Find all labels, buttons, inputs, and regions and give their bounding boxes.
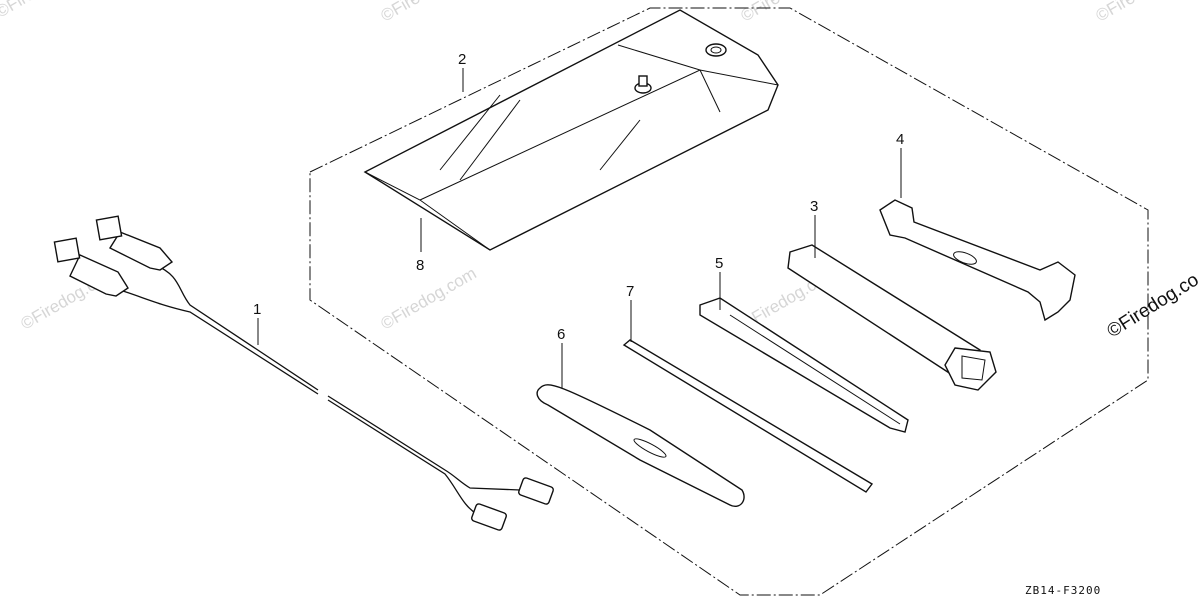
callout-8: 8: [416, 257, 424, 274]
callout-1: 1: [253, 301, 261, 318]
charging-cable: [53, 215, 554, 531]
kit-boundary: [309, 7, 1149, 596]
figure-code: ZB14-F3200: [1025, 584, 1101, 597]
watermark-text: ©Firedog.com: [1093, 0, 1195, 25]
callout-7: 7: [626, 283, 634, 300]
leader-lines: [257, 68, 902, 388]
callout-3: 3: [810, 198, 818, 215]
callout-5: 5: [715, 255, 723, 272]
watermark-text: ©Firedog.com: [378, 0, 480, 25]
callout-2: 2: [458, 51, 466, 68]
callout-6: 6: [557, 326, 565, 343]
watermark-primary: ©Firedog.co: [1104, 269, 1200, 342]
tire-lever: [536, 384, 745, 507]
watermark-text: ©Firedog.com: [378, 264, 480, 334]
box-wrench: [787, 244, 997, 391]
watermark-text: ©Firedog.com: [738, 0, 840, 25]
open-end-wrench: [879, 199, 1076, 322]
watermark-text: ©Firedog.com: [0, 0, 95, 21]
callout-labels: 1 2 3 4 5 6 7 8: [253, 51, 904, 343]
tool-rod: [622, 339, 874, 493]
callout-4: 4: [896, 131, 904, 148]
tool-bag: [363, 9, 779, 251]
